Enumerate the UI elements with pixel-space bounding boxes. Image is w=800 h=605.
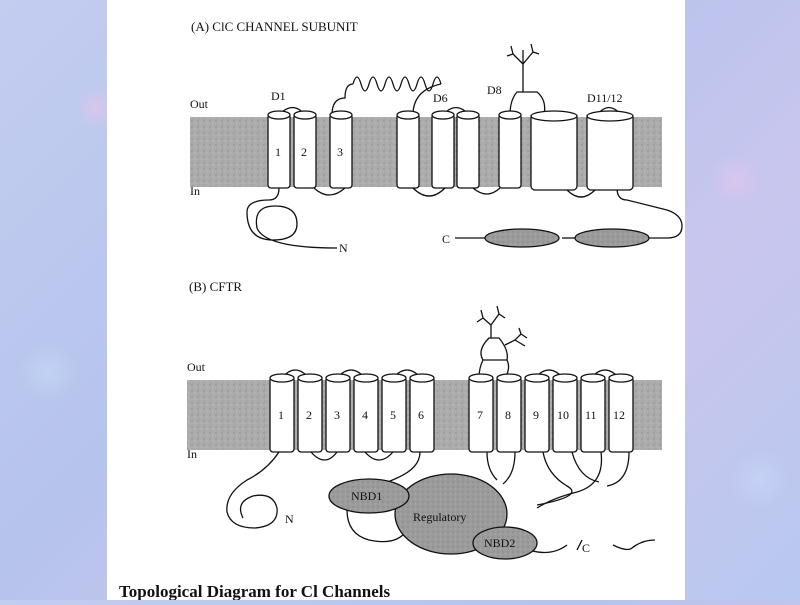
in-label-b: In [187,447,197,461]
helix-a-2: 2 [301,145,307,159]
domain-label-d11-12: D11/12 [587,91,623,105]
helix-b-11: 11 [585,408,597,422]
regulatory-label: Regulatory [413,510,466,524]
c-term-b: C [582,541,590,555]
domain-label-d6: D6 [433,91,448,105]
nbd1-label: NBD1 [351,489,382,503]
topology-figure: (A) ClC CHANNEL SUBUNIT Out In D1 D6 D8 … [107,0,685,600]
out-label-b: Out [187,360,206,374]
figure-page: (A) ClC CHANNEL SUBUNIT Out In D1 D6 D8 … [107,0,685,600]
helix-b-12: 12 [613,408,625,422]
helix-a-1: 1 [275,145,281,159]
helix-b-4: 4 [362,408,368,422]
nbd2-label: NBD2 [484,536,515,550]
n-term-b: N [285,512,294,526]
n-term-a: N [339,241,348,255]
helix-b-10: 10 [557,408,569,422]
figure-caption: Topological Diagram for Cl Channels [119,582,390,600]
c-domain-a-1 [485,229,559,247]
helix-b-8: 8 [505,408,511,422]
helix-b-3: 3 [334,408,340,422]
panel-a-title: (A) ClC CHANNEL SUBUNIT [191,19,358,34]
helix-b-9: 9 [533,408,539,422]
helix-b-7: 7 [477,408,483,422]
domain-label-d1: D1 [271,89,286,103]
panel-b-title: (B) CFTR [189,279,242,294]
helix-b-1: 1 [278,408,284,422]
helix-b-2: 2 [306,408,312,422]
out-label-a: Out [190,97,209,111]
helix-b-5: 5 [390,408,396,422]
helix-b-6: 6 [418,408,424,422]
c-term-a: C [442,232,450,246]
helix-a-3: 3 [337,145,343,159]
in-label-a: In [190,184,200,198]
c-domain-a-2 [575,229,649,247]
domain-label-d8: D8 [487,83,502,97]
